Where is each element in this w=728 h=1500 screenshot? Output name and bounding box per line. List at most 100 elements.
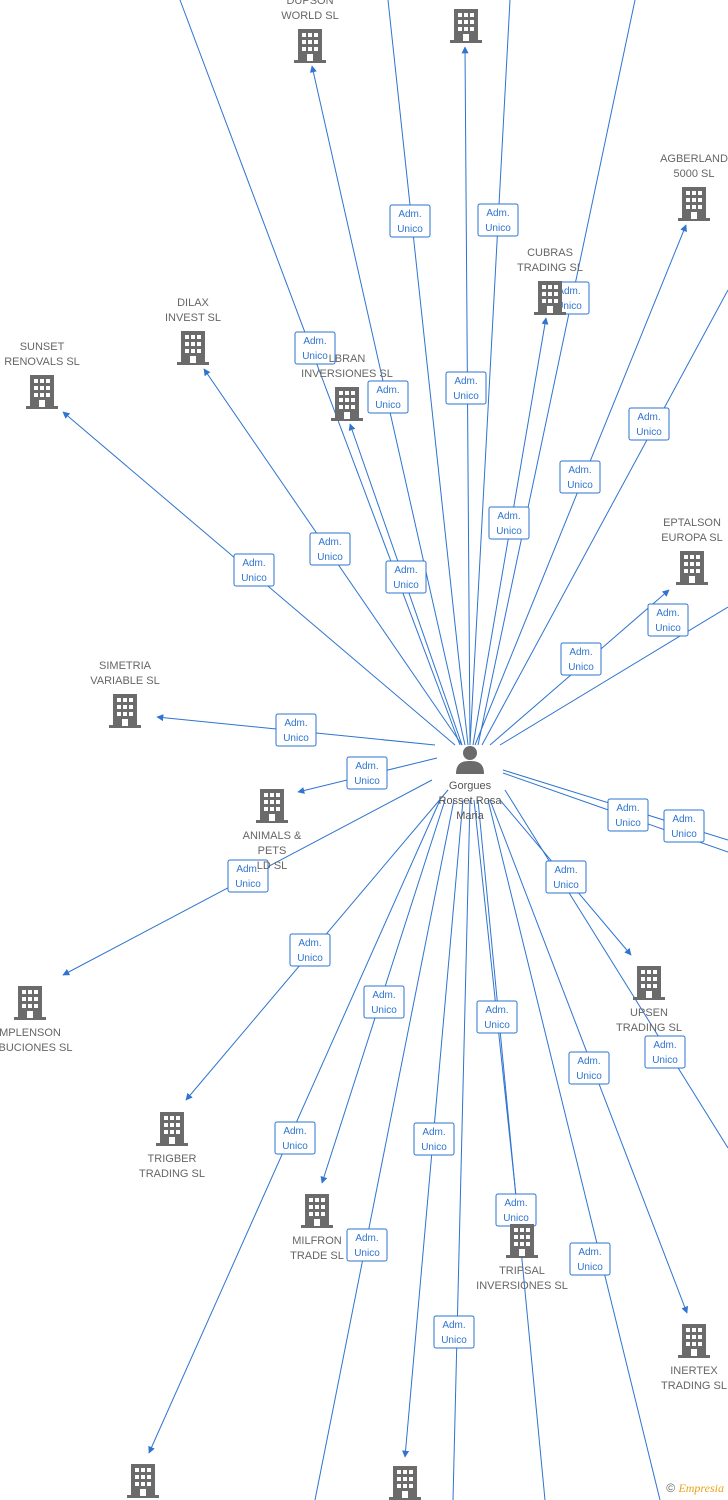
edge-label-text: Adm. <box>672 814 695 825</box>
edge-label-adm-unico[interactable]: Adm.Unico <box>389 204 431 238</box>
edge-label-adm-unico[interactable]: Adm.Unico <box>289 933 331 967</box>
edge-label-adm-unico[interactable]: Adm.Unico <box>433 1315 475 1349</box>
edge-label-adm-unico[interactable]: Adm.Unico <box>363 985 405 1019</box>
company-name[interactable]: DUPSON <box>286 0 333 7</box>
company-node[interactable]: INERTEX TRADING SL <box>661 1324 727 1392</box>
company-node[interactable]: DUPSON WORLD SL <box>281 0 339 63</box>
edge-label-adm-unico[interactable]: Adm.Unico <box>309 532 351 566</box>
company-name[interactable]: INVEST SL <box>165 312 221 324</box>
company-node[interactable]: SIMETRIA VARIABLE SL <box>90 660 160 728</box>
company-node[interactable]: UPSEN TRADING SL <box>616 966 682 1034</box>
edge-label-adm-unico[interactable]: Adm. Unico <box>569 1242 611 1276</box>
company-name[interactable]: EPTALSON <box>663 517 721 529</box>
edge-label-adm-unico[interactable]: Adm.Unico <box>233 553 275 587</box>
company-name[interactable]: SIMETRIA <box>99 660 152 672</box>
company-name[interactable]: WORLD SL <box>281 10 338 22</box>
edge-line <box>487 799 661 1500</box>
company-name[interactable]: TRADING SL <box>616 1022 682 1034</box>
person-name[interactable]: Rosset Rosa <box>439 795 503 807</box>
company-name[interactable]: UPSEN <box>630 1007 668 1019</box>
company-node[interactable]: MILFRON TRADE SL <box>290 1194 344 1262</box>
company-name[interactable]: TRADE SL <box>290 1250 344 1262</box>
company-name[interactable]: TRIPSAL <box>499 1265 545 1277</box>
company-name[interactable]: VARIABLE SL <box>90 675 160 687</box>
company-name[interactable]: RENOVALS SL <box>4 356 80 368</box>
building-icon <box>331 387 363 421</box>
edge-label-adm-unico[interactable]: Adm.Unico <box>663 809 705 843</box>
edge-line <box>499 606 728 746</box>
edge-label-adm-unico[interactable]: Adm.Unico <box>274 1121 316 1155</box>
company-node[interactable]: DILAX INVEST SL <box>165 297 221 365</box>
edge-label-text: Unico <box>615 818 641 829</box>
edge-label-adm-unico[interactable]: Adm.Unico <box>477 203 519 237</box>
company-name[interactable]: PETS <box>258 845 287 857</box>
edge-label-adm-unico[interactable]: Adm.Unico <box>227 859 269 893</box>
company-name[interactable]: ANIMALS & <box>243 830 302 842</box>
edge-label-box <box>385 560 427 594</box>
company-name[interactable]: TRIGBER <box>148 1153 197 1165</box>
company-name[interactable]: INVERSIONES SL <box>301 368 393 380</box>
company-name[interactable]: TRADING SL <box>517 262 583 274</box>
edge-label-adm-unico[interactable]: Adm.Unico <box>413 1122 455 1156</box>
edge-label-adm-unico[interactable]: Adm.Unico <box>294 331 336 365</box>
company-name[interactable]: LBRAN <box>329 353 366 365</box>
edge-label-box <box>445 371 487 405</box>
edge-label-text: Adm. <box>497 511 520 522</box>
company-node[interactable] <box>389 1466 421 1500</box>
company-name[interactable]: INERTEX <box>670 1365 718 1377</box>
company-node[interactable]: CUBRAS TRADING SL <box>517 247 583 315</box>
company-name[interactable]: DILAX <box>177 297 209 309</box>
company-node[interactable] <box>450 9 482 43</box>
edge-label-box <box>488 506 530 540</box>
company-name[interactable]: EUROPA SL <box>661 532 723 544</box>
edge-label-adm-unico[interactable]: Adm.Unico <box>495 1193 537 1227</box>
edge-label-adm-unico[interactable]: Adm.Unico <box>385 560 427 594</box>
person-name[interactable]: Gorgues <box>449 780 492 792</box>
company-name[interactable]: RIBUCIONES SL <box>0 1042 72 1054</box>
edge-label-adm-unico[interactable]: Adm.Unico <box>346 756 388 790</box>
edge-label-box <box>346 756 388 790</box>
edge-label-adm-unico[interactable]: Adm.Unico <box>559 460 601 494</box>
company-node[interactable]: TRIGBER TRADING SL <box>139 1112 205 1180</box>
company-name[interactable]: AGBERLAND <box>660 153 728 165</box>
edge-label-adm-unico[interactable]: Adm.Unico <box>568 1051 610 1085</box>
edge-line <box>469 0 511 746</box>
company-node[interactable]: AGBERLAND 5000 SL <box>660 153 728 221</box>
edge-label-text: Unico <box>577 1262 603 1273</box>
company-name[interactable]: MPLENSON <box>0 1027 61 1039</box>
edge-label-adm-unico[interactable]: Adm.Unico <box>445 371 487 405</box>
company-name[interactable]: TRADING SL <box>139 1168 205 1180</box>
company-node[interactable]: LBRAN INVERSIONES SL <box>301 353 393 421</box>
edge-label-adm-unico[interactable]: Adm.Unico <box>628 407 670 441</box>
company-node[interactable]: SUNSET RENOVALS SL <box>4 341 80 409</box>
edge-label-adm-unico[interactable]: Adm.Unico <box>607 798 649 832</box>
edge-label-adm-unico[interactable]: Adm.Unico <box>367 380 409 414</box>
edge-label-adm-unico[interactable]: Adm.Unico <box>560 642 602 676</box>
company-node[interactable]: TRIPSAL INVERSIONES SL <box>476 1224 568 1292</box>
edge-label-text: Adm. <box>578 1247 601 1258</box>
brand-name[interactable]: Empresia <box>678 1481 724 1495</box>
edge-label-adm-unico[interactable]: Adm.Unico <box>275 713 317 747</box>
edge-label-adm-unico[interactable]: Adm.Unico <box>346 1228 388 1262</box>
edge-label-box <box>560 642 602 676</box>
company-name[interactable]: 5000 SL <box>674 168 715 180</box>
company-name[interactable]: CUBRAS <box>527 247 573 259</box>
company-name[interactable]: SUNSET <box>20 341 65 353</box>
company-node[interactable] <box>127 1464 159 1498</box>
edge-label-adm-unico[interactable]: Adm.Unico <box>488 506 530 540</box>
company-name[interactable]: TRADING SL <box>661 1380 727 1392</box>
edge-label-adm-unico[interactable]: Adm.Unico <box>647 603 689 637</box>
edge-label-adm-unico[interactable]: Adm.Unico <box>476 1000 518 1034</box>
edge-label-adm-unico[interactable]: Adm.Unico <box>545 860 587 894</box>
person-name[interactable]: Maria <box>456 810 484 822</box>
company-node[interactable]: MPLENSON RIBUCIONES SL <box>0 986 72 1054</box>
company-node[interactable]: EPTALSON EUROPA SL <box>661 517 723 585</box>
company-name[interactable]: INVERSIONES SL <box>476 1280 568 1292</box>
edge-label-text: Adm. <box>303 336 326 347</box>
building-icon <box>389 1466 421 1500</box>
edge-label-adm-unico[interactable]: Adm.Unico <box>644 1035 686 1069</box>
company-node[interactable]: ANIMALS & PETS LD SL <box>243 789 302 872</box>
company-name[interactable]: LD SL <box>257 860 288 872</box>
company-name[interactable]: MILFRON <box>292 1235 342 1247</box>
